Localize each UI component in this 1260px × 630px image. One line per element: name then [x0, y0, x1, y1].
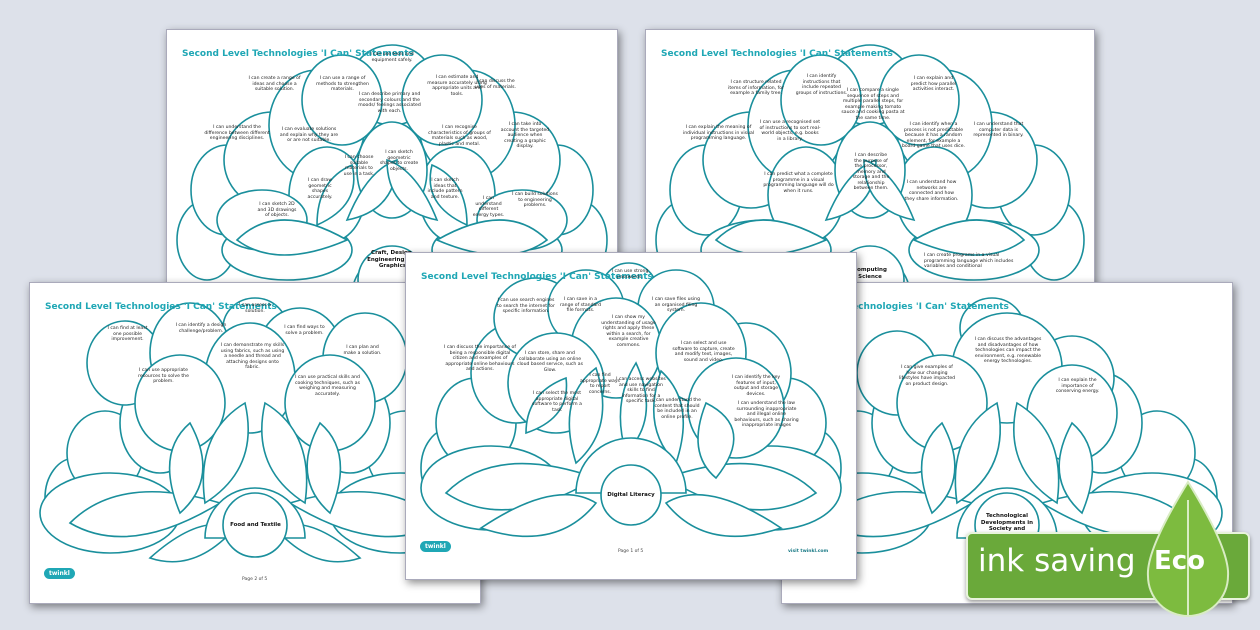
petal-statement: I can understand that computer data is r…: [973, 122, 1024, 138]
site-link: visit twinkl.com: [788, 549, 829, 554]
ink-saving-label: ink saving: [978, 543, 1136, 579]
petal-statement: I can find ways to solve a problem.: [284, 325, 325, 336]
petal-statement: I can sketch geometric shapes to create …: [379, 150, 419, 172]
petal-statement: I can discuss the advantages and disadva…: [974, 337, 1042, 364]
petal-statement: I can describe primary and secondary col…: [358, 92, 421, 114]
eco-label: Eco: [1154, 546, 1206, 576]
petal-statement: I can discuss the uses of materials.: [475, 79, 516, 90]
center-label: Computing Science: [853, 267, 887, 280]
petal-statement: I can give examples of how our changing …: [898, 365, 956, 387]
petal-statement: I can understand the law surrounding ina…: [734, 401, 799, 428]
petal-statement: I can demonstrate my skills using fabric…: [220, 343, 285, 370]
petal-statement: I can use strong passwords.: [611, 269, 649, 280]
petal-statement: I can build solutions to engineering pro…: [512, 192, 558, 208]
petal-statement: I can show my understanding of usage rig…: [601, 315, 656, 348]
center-label: Digital Literacy: [607, 492, 655, 498]
petal-statement: I can save files using an organised fili…: [652, 297, 700, 313]
petal-statement: I can identify when a process is not pre…: [902, 122, 965, 149]
petal-statement: I can create programs in a visual progra…: [924, 253, 1014, 269]
petal-statement: I can structure related items of informa…: [728, 80, 784, 96]
petal-statement: I can choose suitable materials to use i…: [343, 155, 375, 177]
petal-statement: I can create a range of ideas and choose…: [248, 76, 301, 92]
twinkl-logo: twinkl: [420, 541, 451, 552]
petal-statement: I can understand how networks are connec…: [904, 180, 959, 202]
petal-statement: I can explain and predict how parallel a…: [910, 76, 957, 92]
page-number: Page 2 of 5: [242, 577, 268, 582]
sheet-title: Second Level Technologies 'I Can' Statem…: [421, 272, 653, 282]
petal-statement: I can use search engines to search the i…: [497, 298, 555, 314]
petal-statement: I can identify a design challenge/proble…: [175, 323, 227, 334]
petal-statement: I can compare a single sequence of steps…: [841, 88, 905, 121]
petal-statement: I can estimate and measure accurately us…: [427, 75, 487, 97]
flower-outline: [420, 262, 842, 538]
petal-statement: I can recognise characteristics of group…: [428, 125, 491, 147]
eco-leaf-drop-icon: [1146, 480, 1230, 617]
petal-statement: I can plan and make a solution.: [343, 345, 382, 356]
center-label: Craft, Design, Engineering and Graphics: [367, 250, 418, 269]
worksheet-craft-design: Second Level Technologies 'I Can' Statem…: [166, 29, 618, 311]
petal-statement: I can use practical skills and cooking t…: [294, 375, 360, 397]
sheet-title: Second Level Technologies 'I Can' Statem…: [182, 49, 414, 59]
flower-outline: [176, 44, 608, 310]
petal-statement: I can find at least one possible improve…: [107, 326, 148, 342]
sheet-title: Second Level Technologies 'I Can' Statem…: [661, 49, 893, 59]
petal-statement: I can predict what a complete programme …: [763, 172, 834, 194]
petal-statement: I can store, share and collaborate using…: [516, 351, 583, 373]
petal-statement: I can access websites and use navigation…: [616, 377, 666, 404]
center-label: Technological Developments in Society an…: [980, 513, 1034, 532]
petal-statement: I can identify instructions that include…: [795, 74, 848, 96]
petal-statement: I can understand different energy types.: [472, 196, 505, 218]
petal-statement: I can understand the difference between …: [204, 125, 270, 141]
page-number: Page 1 of 5: [618, 549, 644, 554]
sheet-title: Second Level Technologies 'I Can' Statem…: [781, 302, 1009, 312]
petal-statement: I can use a recognised set of instructio…: [759, 120, 821, 142]
twinkl-logo: twinkl: [44, 568, 75, 579]
petal-statement: I can understand the content that should…: [653, 398, 701, 420]
petal-statement: I can evaluate solutions and explain why…: [279, 127, 339, 143]
petal-statement: I can take into account the targeted aud…: [500, 122, 550, 149]
worksheet-computing-science: Second Level Technologies 'I Can' Statem…: [645, 29, 1095, 311]
flower-outline: [655, 44, 1085, 310]
petal-statement: I can sketch ideas that include pattern …: [427, 178, 463, 200]
sheet-title: Second Level Technologies 'I Can' Statem…: [45, 302, 277, 312]
petal-statement: I can use appropriate resources to solve…: [138, 368, 189, 384]
petal-statement: I can use tools and equipment safely.: [370, 52, 414, 63]
flower-outline: [39, 297, 471, 563]
petal-statement: I can select and use software to capture…: [672, 341, 735, 363]
petal-statement: I can find appropriate ways to report co…: [580, 373, 620, 395]
petal-statement: I can assess a solution.: [238, 303, 272, 314]
petal-statement: I can describe the purpose of the proces…: [852, 153, 890, 191]
petal-statement: I can identify the key features of input…: [731, 375, 781, 397]
petal-statement: I can discuss the importance of being a …: [444, 345, 516, 372]
worksheet-digital-literacy: Second Level Technologies 'I Can' Statem…: [405, 252, 857, 580]
petal-statement: I can draw geometric shapes accurately.: [307, 178, 333, 200]
petal-statement: I can sketch 2D and 3D drawings of objec…: [257, 202, 297, 218]
petal-statement: I can save in a range of standard file f…: [559, 297, 602, 313]
petal-statement: I can explain the importance of conservi…: [1055, 378, 1100, 394]
petal-statement: I can explain the meaning of individual …: [682, 125, 755, 141]
center-label: Food and Textile: [230, 522, 281, 528]
petal-statement: I can use a range of methods to strength…: [316, 76, 369, 92]
petal-statement: I can select the most appropriate digita…: [532, 391, 582, 413]
